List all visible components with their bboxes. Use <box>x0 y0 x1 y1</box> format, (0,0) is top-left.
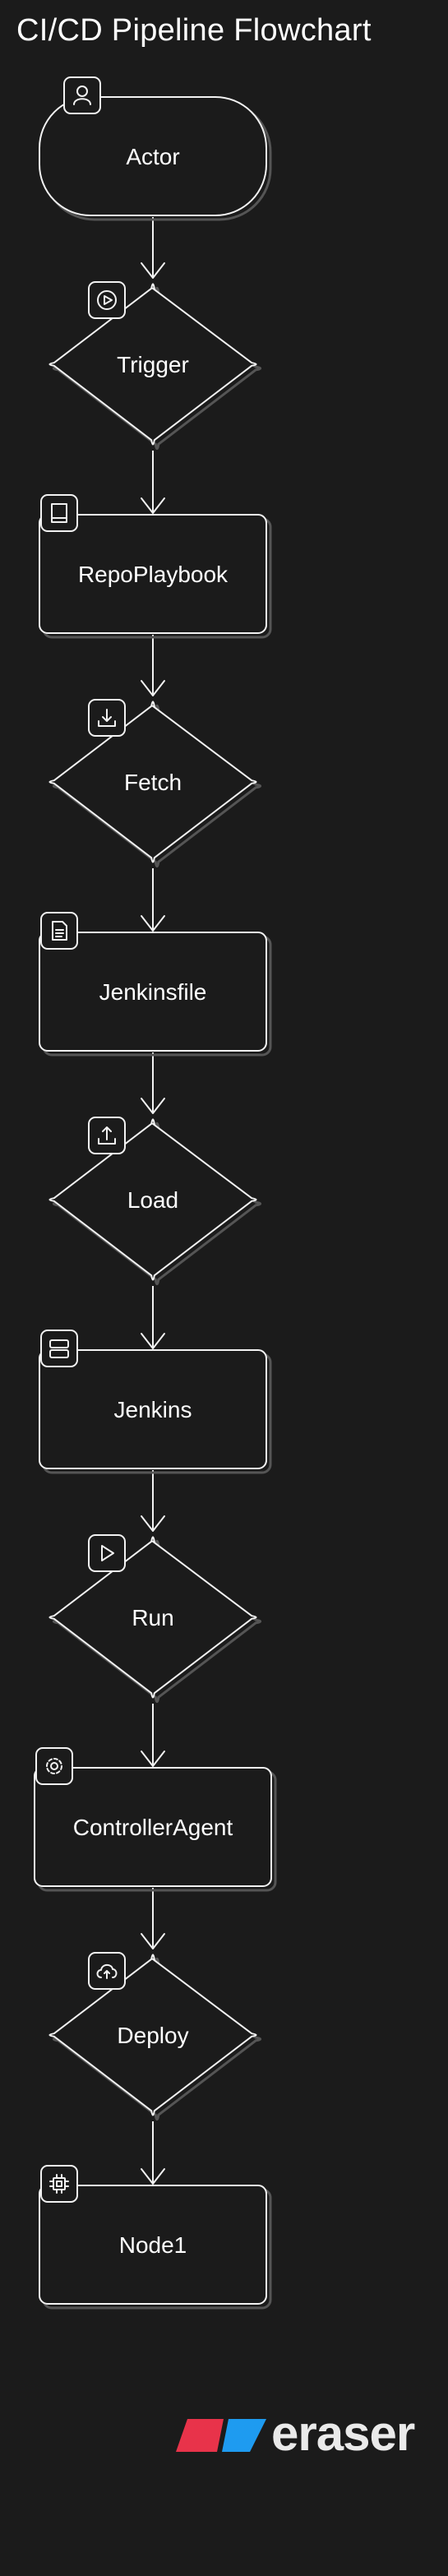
edge-jenkinsfile-load <box>141 1052 165 1114</box>
edge-actor-trigger <box>141 217 165 279</box>
cpu-icon <box>40 2165 78 2203</box>
node-jenkins[interactable]: Jenkins <box>39 1330 272 1474</box>
node-run[interactable]: Run <box>48 1534 262 1704</box>
upload-icon <box>88 1117 126 1154</box>
edge-controlleragent-deploy <box>141 1888 165 1949</box>
node-jenkinsfile[interactable]: Jenkinsfile <box>39 912 272 1057</box>
node-label-jenkinsfile: Jenkinsfile <box>99 979 207 1005</box>
book-icon <box>40 494 78 532</box>
edge-repoplaybook-fetch <box>141 635 165 696</box>
node-deploy[interactable]: Deploy <box>48 1952 262 2121</box>
node-fetch[interactable]: Fetch <box>48 699 262 868</box>
node-controlleragent[interactable]: ControllerAgent <box>34 1747 277 1892</box>
eraser-logo-icon <box>176 2419 266 2452</box>
user-icon <box>63 76 101 114</box>
node-label-trigger: Trigger <box>117 352 189 377</box>
edge-load-jenkins <box>141 1286 165 1349</box>
edge-trigger-repoplaybook <box>141 451 165 514</box>
play-circle-icon <box>88 281 126 319</box>
node-actor[interactable]: Actor <box>39 76 272 221</box>
node-label-deploy: Deploy <box>117 2023 188 2048</box>
edge-run-controlleragent <box>141 1704 165 1767</box>
server-icon <box>40 1330 78 1367</box>
node-label-load: Load <box>127 1187 178 1213</box>
cloud-upload-icon <box>88 1952 126 1990</box>
node-load[interactable]: Load <box>48 1117 262 1286</box>
node-label-repoplaybook: RepoPlaybook <box>78 562 229 587</box>
node-label-jenkins: Jenkins <box>114 1397 192 1422</box>
node-label-node1: Node1 <box>119 2232 187 2258</box>
edge-deploy-node1 <box>141 2121 165 2185</box>
edge-fetch-jenkinsfile <box>141 868 165 932</box>
node-node1[interactable]: Node1 <box>39 2165 272 2310</box>
play-icon <box>88 1534 126 1572</box>
node-trigger[interactable]: Trigger <box>48 281 262 451</box>
edge-jenkins-run <box>141 1470 165 1532</box>
node-repoplaybook[interactable]: RepoPlaybook <box>39 494 272 639</box>
node-label-run: Run <box>132 1605 173 1630</box>
file-text-icon <box>40 912 78 950</box>
brand-name: eraser <box>271 2406 415 2461</box>
download-icon <box>88 699 126 737</box>
node-label-actor: Actor <box>126 144 179 169</box>
diagram-title: CI/CD Pipeline Flowchart <box>16 13 372 48</box>
node-label-fetch: Fetch <box>124 770 182 795</box>
node-label-controlleragent: ControllerAgent <box>73 1815 233 1840</box>
gear-icon <box>35 1747 73 1785</box>
